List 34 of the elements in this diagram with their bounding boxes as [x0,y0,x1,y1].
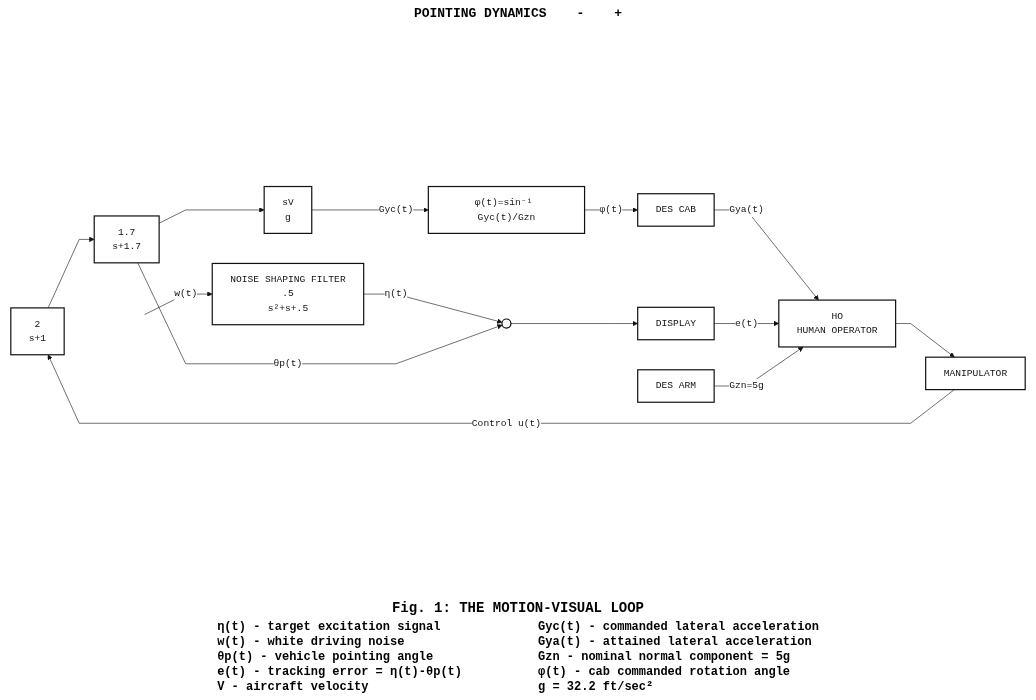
node-box: DES CAB [637,193,715,227]
symbol-definition: Gzn - nominal normal component = 5g [538,650,792,664]
node-box: sV g [263,185,313,234]
edge-label: φ(t) [599,204,623,216]
edge-label: Gyc(t) [378,204,414,216]
figure-caption: Fig. 1: THE MOTION-VISUAL LOOP [391,600,644,616]
edge-label: Gya(t) [729,204,764,216]
symbol-definition: θp(t) - vehicle pointing angle [217,650,435,664]
edge-label: Control u(t) [471,417,542,429]
node-box: DISPLAY [637,306,715,341]
symbol-definition: Gya(t) - attained lateral acceleration [538,635,813,649]
symbol-definition: Gyc(t) - commanded lateral acceleration [538,620,819,634]
diagram-label: POINTING DYNAMICS [413,6,547,21]
symbol-definition: η(t) - target excitation signal [217,620,442,634]
symbol-definition: V - aircraft velocity [217,680,370,694]
edge-label: e(t) [734,318,759,329]
edge-label: Gzn=5g [729,380,764,392]
diagram-label: + [614,6,623,21]
edge-label: η(t) [384,288,408,300]
symbol-definition: g = 32.2 ft/sec² [538,680,655,694]
node-box: 2 s+1 [10,307,65,356]
node-box: NOISE SHAPING FILTER .5 s²+s+.5 [211,262,365,326]
diagram-label: - [576,6,585,21]
node-box: DES ARM [637,369,715,403]
edge-label: θp(t) [273,358,303,370]
node-box: 1.7 s+1.7 [93,215,160,264]
symbol-definition: e(t) - tracking error = η(t)-θp(t) [217,665,463,679]
node-box: HO HUMAN OPERATOR [778,299,897,348]
node-box: MANIPULATOR [925,356,1026,391]
symbol-definition: w(t) - white driving noise [217,635,406,649]
node-box: φ(t)=sin⁻¹ Gyc(t)/Gzn [427,185,586,234]
edge-label: w(t) [174,288,198,300]
node-circle [501,318,512,329]
symbol-definition: φ(t) - cab commanded rotation angle [538,665,792,679]
